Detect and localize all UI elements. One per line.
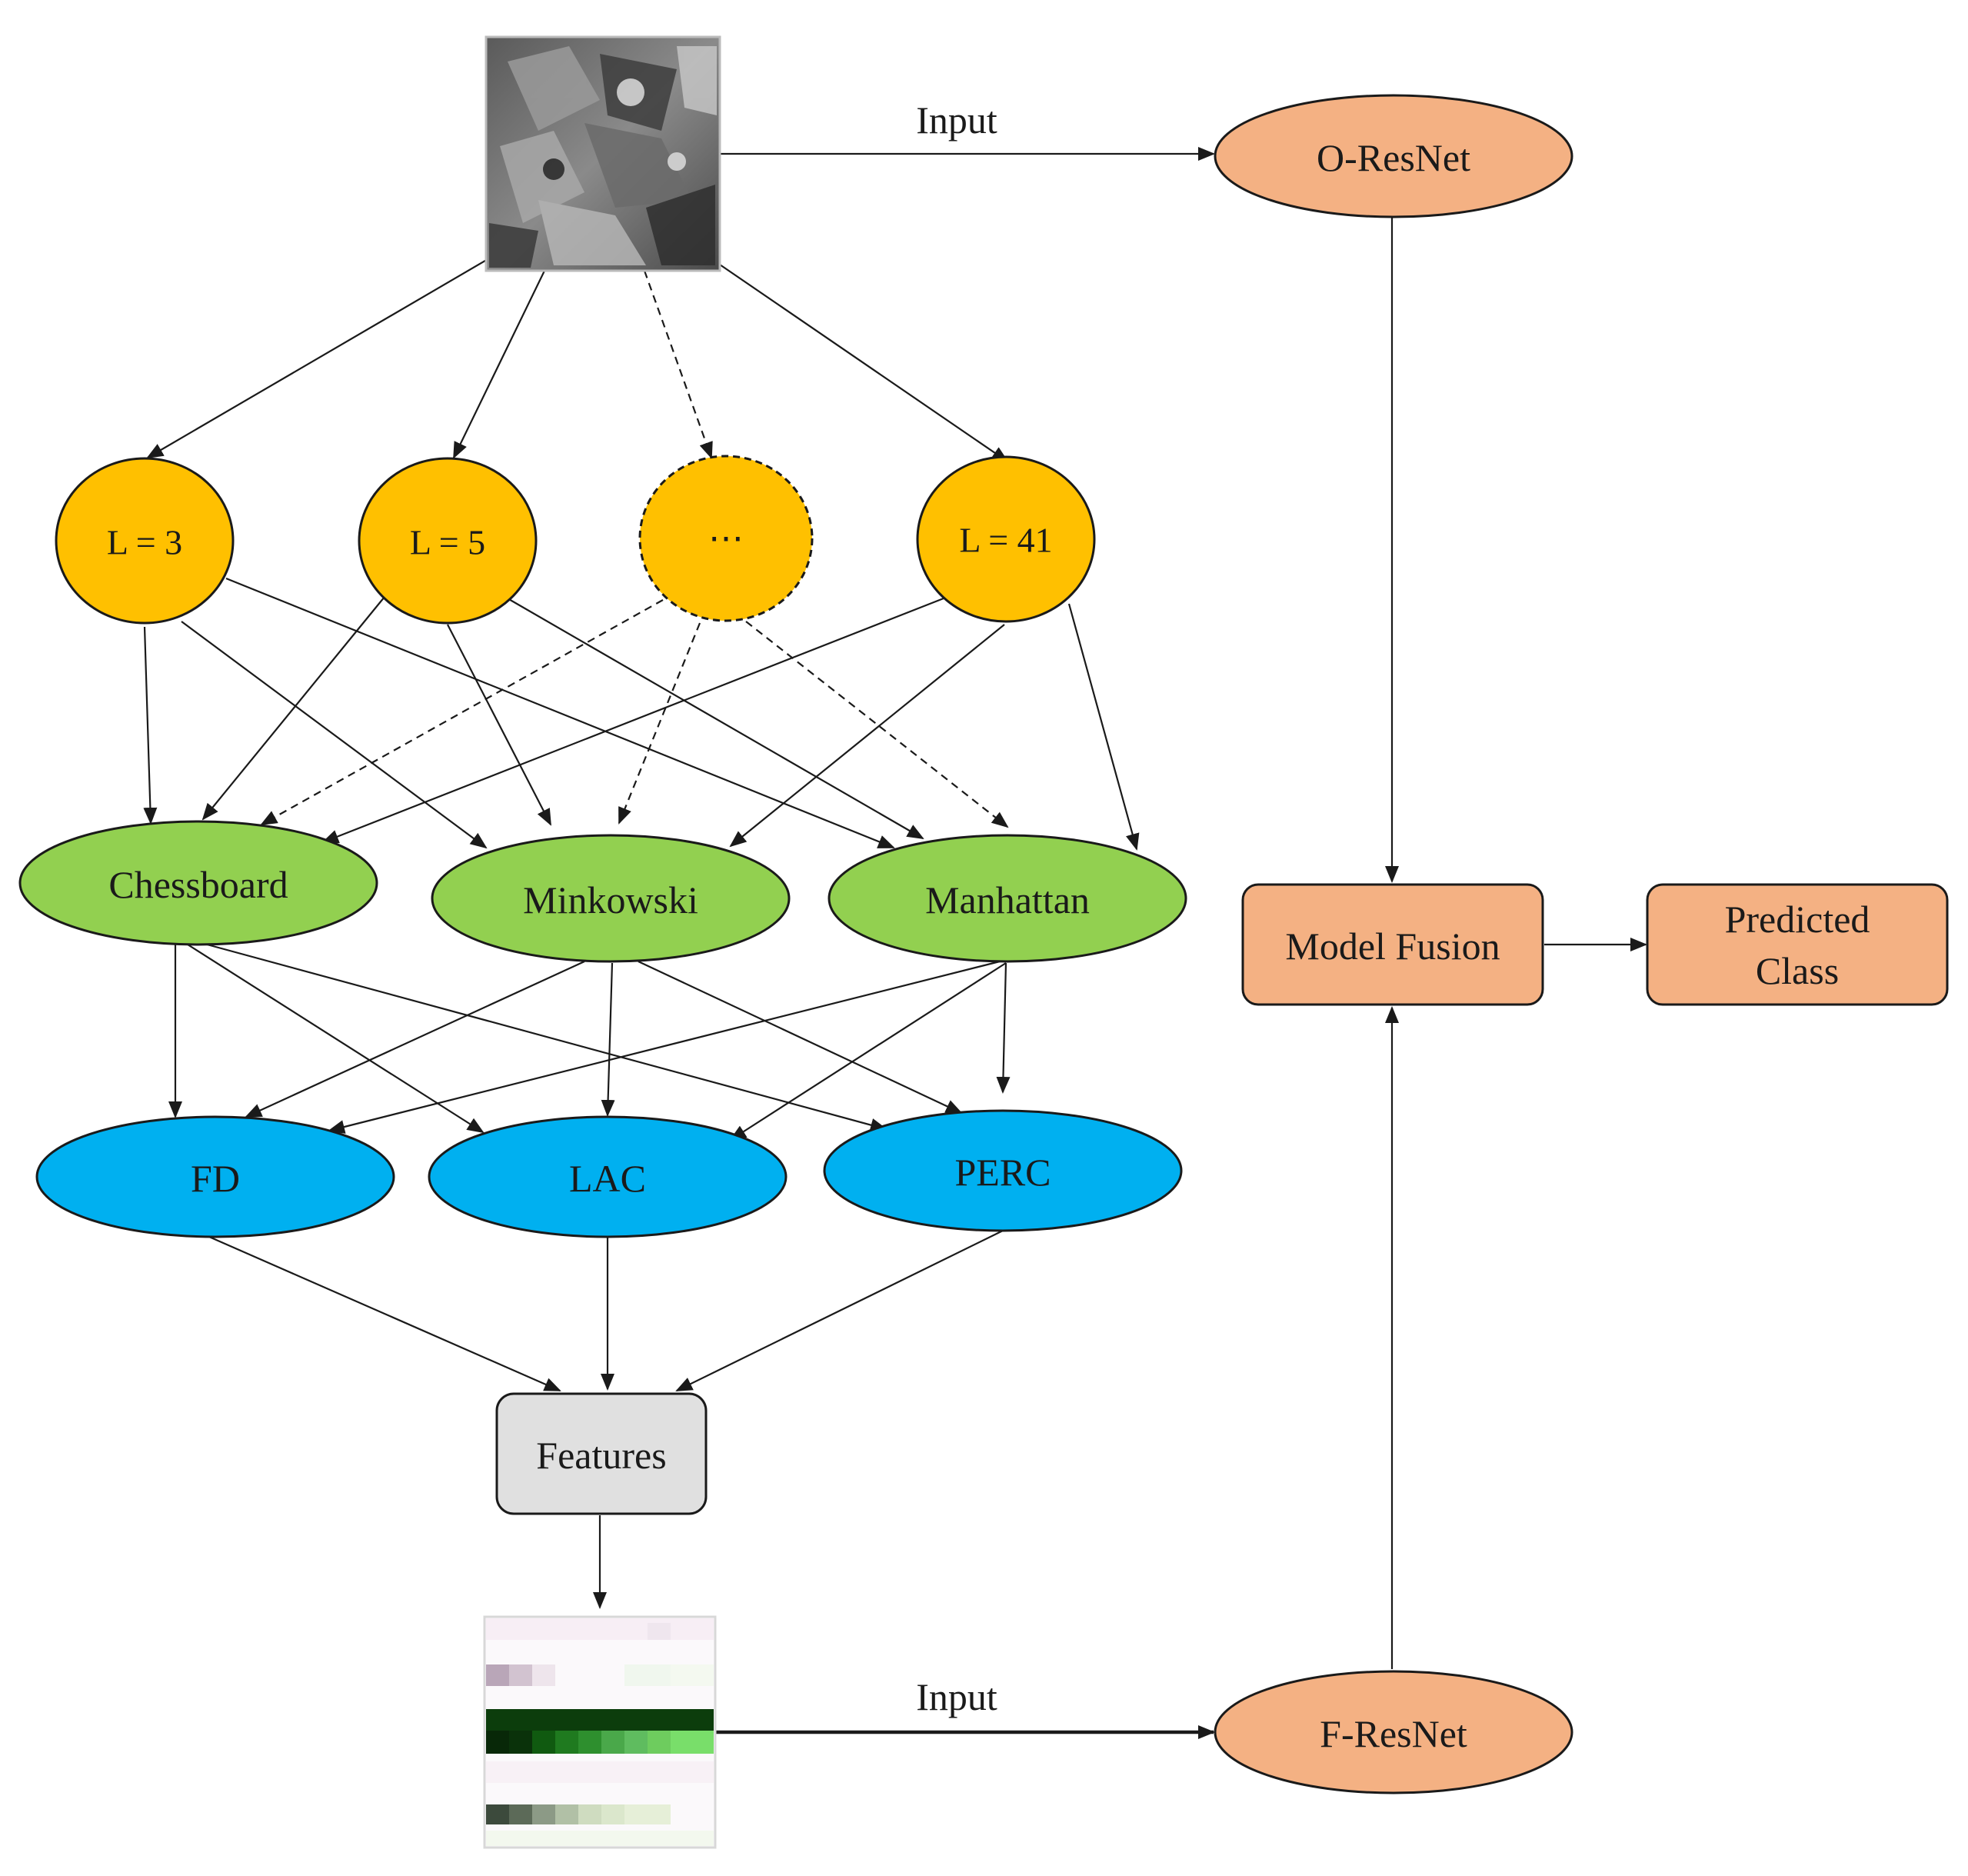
edge-l5-to-minkowski: [447, 624, 551, 826]
sem-micrograph-image: [485, 35, 721, 272]
edge-manhattan-to-perc: [996, 962, 1011, 1094]
model-fusion-label: Model Fusion: [1285, 925, 1500, 968]
edges-scales-to-distances: [143, 577, 1140, 851]
scale-node-l3-label: L = 3: [107, 523, 182, 562]
o-resnet-node: O-ResNet: [1214, 94, 1573, 218]
edge-l41-to-chessboard: [321, 595, 948, 844]
input-label-top: Input: [916, 98, 997, 142]
edge-l41-to-minkowski: [729, 624, 1005, 848]
features-box: Features: [495, 1392, 708, 1515]
edge-manhattan-to-lac: [729, 962, 1007, 1141]
edge-ellipsis-to-chessboard: [260, 599, 664, 825]
edges-features-to-box: [208, 1230, 1004, 1609]
edge-manhattan-to-fd: [328, 960, 1001, 1134]
distance-node-manhattan: Manhattan: [827, 834, 1187, 963]
scale-node-l41-label: L = 41: [959, 521, 1052, 560]
feature-heatmap-image: [483, 1615, 717, 1849]
distance-node-chessboard: Chessboard: [18, 820, 378, 946]
model-fusion-box: Model Fusion: [1241, 883, 1544, 1006]
edge-image-to-l3: [146, 258, 490, 459]
edges-right-branch: [714, 147, 1647, 1739]
edge-chessboard-to-lac: [187, 944, 485, 1134]
feature-node-fd: FD: [35, 1115, 395, 1238]
feature-node-lac-label: LAC: [569, 1157, 646, 1200]
edge-minkowski-to-perc: [638, 961, 963, 1114]
feature-node-fd-label: FD: [191, 1157, 240, 1200]
edge-image-to-l5: [453, 270, 545, 459]
edge-l3-to-chessboard: [143, 626, 158, 825]
edge-l5-to-chessboard: [201, 596, 385, 821]
scale-node-l5: L = 5: [358, 457, 538, 625]
edge-l41-to-manhattan: [1067, 603, 1140, 851]
edge-l5-to-manhattan: [507, 598, 924, 840]
scale-node-l5-label: L = 5: [410, 523, 485, 562]
input-label-bottom: Input: [916, 1675, 997, 1718]
f-resnet-node: F-ResNet: [1214, 1670, 1573, 1794]
edge-ellipsis-to-manhattan: [745, 621, 1009, 828]
edge-fd-to-features: [208, 1235, 561, 1392]
predicted-class-label-line1: Predicted: [1725, 898, 1870, 941]
predicted-class-label-line2: Class: [1756, 949, 1839, 992]
distance-node-minkowski-label: Minkowski: [523, 878, 698, 921]
feature-node-lac: LAC: [428, 1115, 788, 1238]
scale-node-l41: L = 41: [916, 455, 1096, 623]
distance-node-manhattan-label: Manhattan: [925, 878, 1090, 921]
scale-node-ellipsis: ⋯: [638, 455, 814, 622]
edge-ellipsis-to-minkowski: [618, 622, 701, 825]
scale-node-l3: L = 3: [55, 457, 235, 625]
o-resnet-label: O-ResNet: [1317, 136, 1470, 179]
edges-distances-to-features: [168, 941, 1011, 1141]
edge-l3-to-minkowski: [181, 621, 488, 849]
edges-image-to-scales: [146, 258, 1009, 463]
distance-node-chessboard-label: Chessboard: [108, 863, 288, 906]
edge-perc-to-features: [675, 1230, 1004, 1391]
edge-minkowski-to-fd: [245, 961, 585, 1118]
predicted-class-box: Predicted Class: [1646, 883, 1949, 1006]
features-box-label: Features: [536, 1434, 666, 1477]
feature-node-perc-label: PERC: [954, 1151, 1051, 1194]
feature-node-perc: PERC: [823, 1109, 1183, 1232]
edge-image-to-l41: [719, 264, 1009, 463]
edge-chessboard-to-perc: [201, 941, 887, 1132]
distance-node-minkowski: Minkowski: [431, 834, 791, 963]
edge-minkowski-to-lac: [601, 962, 615, 1117]
edge-image-to-ellipsis: [643, 270, 713, 459]
scale-node-ellipsis-label: ⋯: [708, 519, 744, 558]
edge-l3-to-manhattan: [225, 577, 895, 849]
f-resnet-label: F-ResNet: [1320, 1712, 1467, 1755]
